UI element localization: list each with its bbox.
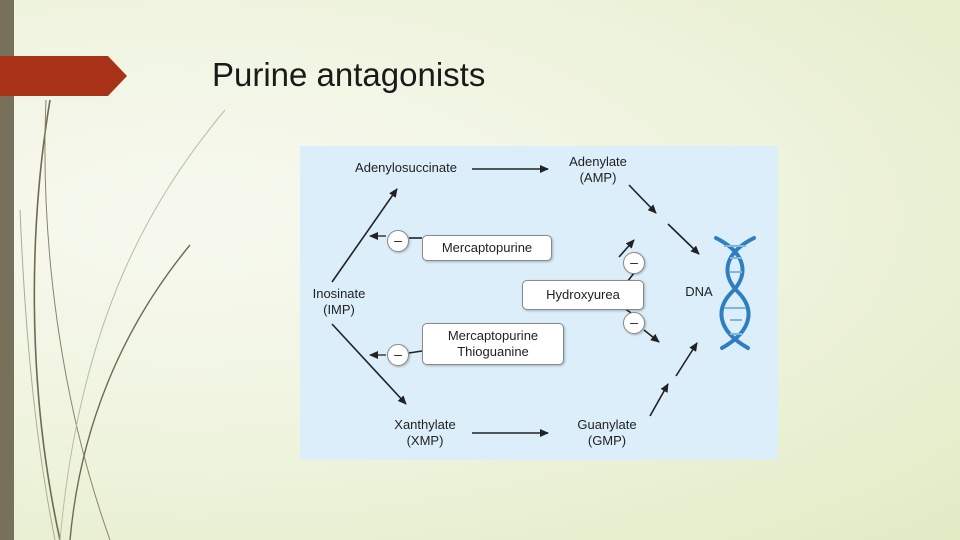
- node-guanylate: Guanylate (GMP): [577, 417, 637, 448]
- side-bar: [0, 0, 14, 540]
- inhibitor-mercaptopurine: Mercaptopurine: [422, 235, 552, 261]
- arrow-amp-to-dna-2: [667, 223, 700, 255]
- arrow-imp-to-adenylosuccinate: [331, 188, 398, 283]
- arrow-gmp-to-dna-2: [675, 342, 698, 377]
- link-mercaptopurine-thioguanine: [408, 350, 423, 354]
- arrow-gmp-to-dna-1: [649, 383, 669, 417]
- inhibitor-hydroxyurea: Hydroxyurea: [522, 280, 644, 310]
- arrow-imp-to-xmp: [331, 323, 407, 405]
- arrow-hydroxyurea-to-amp-branch: [618, 239, 635, 258]
- inhibition-minus-icon: –: [623, 252, 645, 274]
- inhibition-minus-icon: –: [623, 312, 645, 334]
- inhibition-minus-icon: –: [387, 230, 409, 252]
- node-inosinate: Inosinate (IMP): [312, 286, 366, 317]
- accent-tab: [0, 56, 127, 96]
- slide-title: Purine antagonists: [212, 56, 486, 93]
- pathway-arrows: [331, 165, 700, 437]
- node-xanthylate: Xanthylate (XMP): [394, 417, 456, 448]
- arrow-hydroxyurea-to-gmp-branch: [643, 329, 660, 343]
- purine-pathway-diagram: Adenylosuccinate Adenylate (AMP) Inosina…: [300, 146, 778, 460]
- node-adenylosuccinate: Adenylosuccinate: [355, 160, 457, 175]
- inhibitor-mercaptopurine-thioguanine: Mercaptopurine Thioguanine: [422, 323, 564, 365]
- node-dna: DNA: [685, 284, 713, 299]
- arrow-amp-to-dna-1: [628, 184, 657, 214]
- node-adenylate: Adenylate (AMP): [569, 154, 627, 185]
- decorative-lines: [19, 99, 226, 540]
- inhibition-minus-icon: –: [387, 344, 409, 366]
- dna-helix-icon: [714, 236, 756, 350]
